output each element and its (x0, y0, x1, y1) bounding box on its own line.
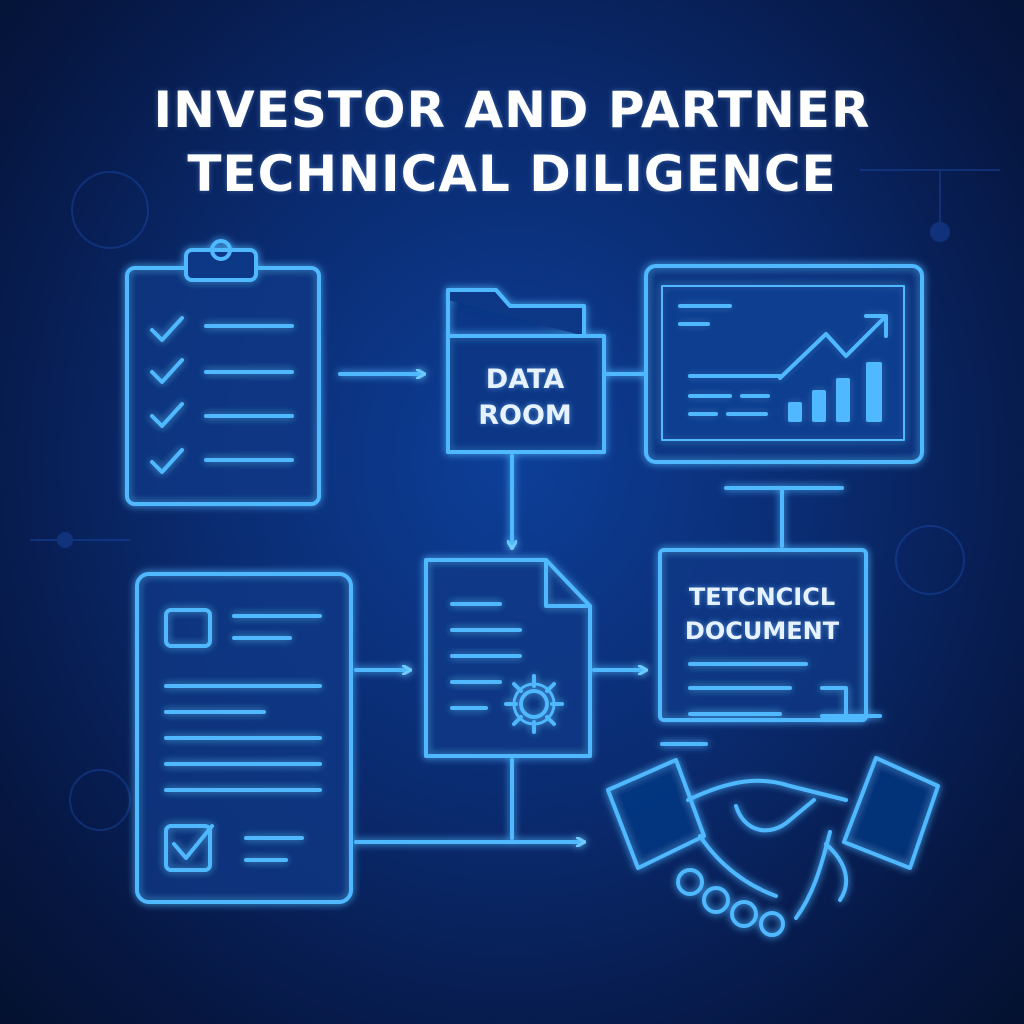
data-room-line-1: DATA (485, 364, 565, 395)
page-title: INVESTOR AND PARTNER TECHNICAL DILIGENCE (0, 78, 1024, 206)
background-decoration (30, 169, 1000, 831)
title-line-1: INVESTOR AND PARTNER (153, 81, 871, 139)
data-room-line-2: ROOM (478, 400, 572, 431)
technical-document-line-1: TETCNCICL (688, 583, 836, 611)
technical-document-label: TETCNCICL DOCUMENT (666, 580, 858, 648)
technical-document-icon (658, 548, 882, 746)
technical-document-line-2: DOCUMENT (684, 617, 840, 645)
title-line-2: TECHNICAL DILIGENCE (187, 145, 837, 203)
data-room-label: DATA ROOM (452, 362, 598, 434)
clipboard-checklist-icon (125, 239, 321, 506)
handshake-icon (606, 756, 940, 937)
document-gear-icon (424, 558, 592, 758)
folder-icon (446, 288, 606, 454)
gear-icon (504, 674, 564, 734)
monitor-chart-icon (644, 264, 924, 490)
form-document-icon (135, 572, 353, 904)
flow-arrows (338, 374, 784, 842)
